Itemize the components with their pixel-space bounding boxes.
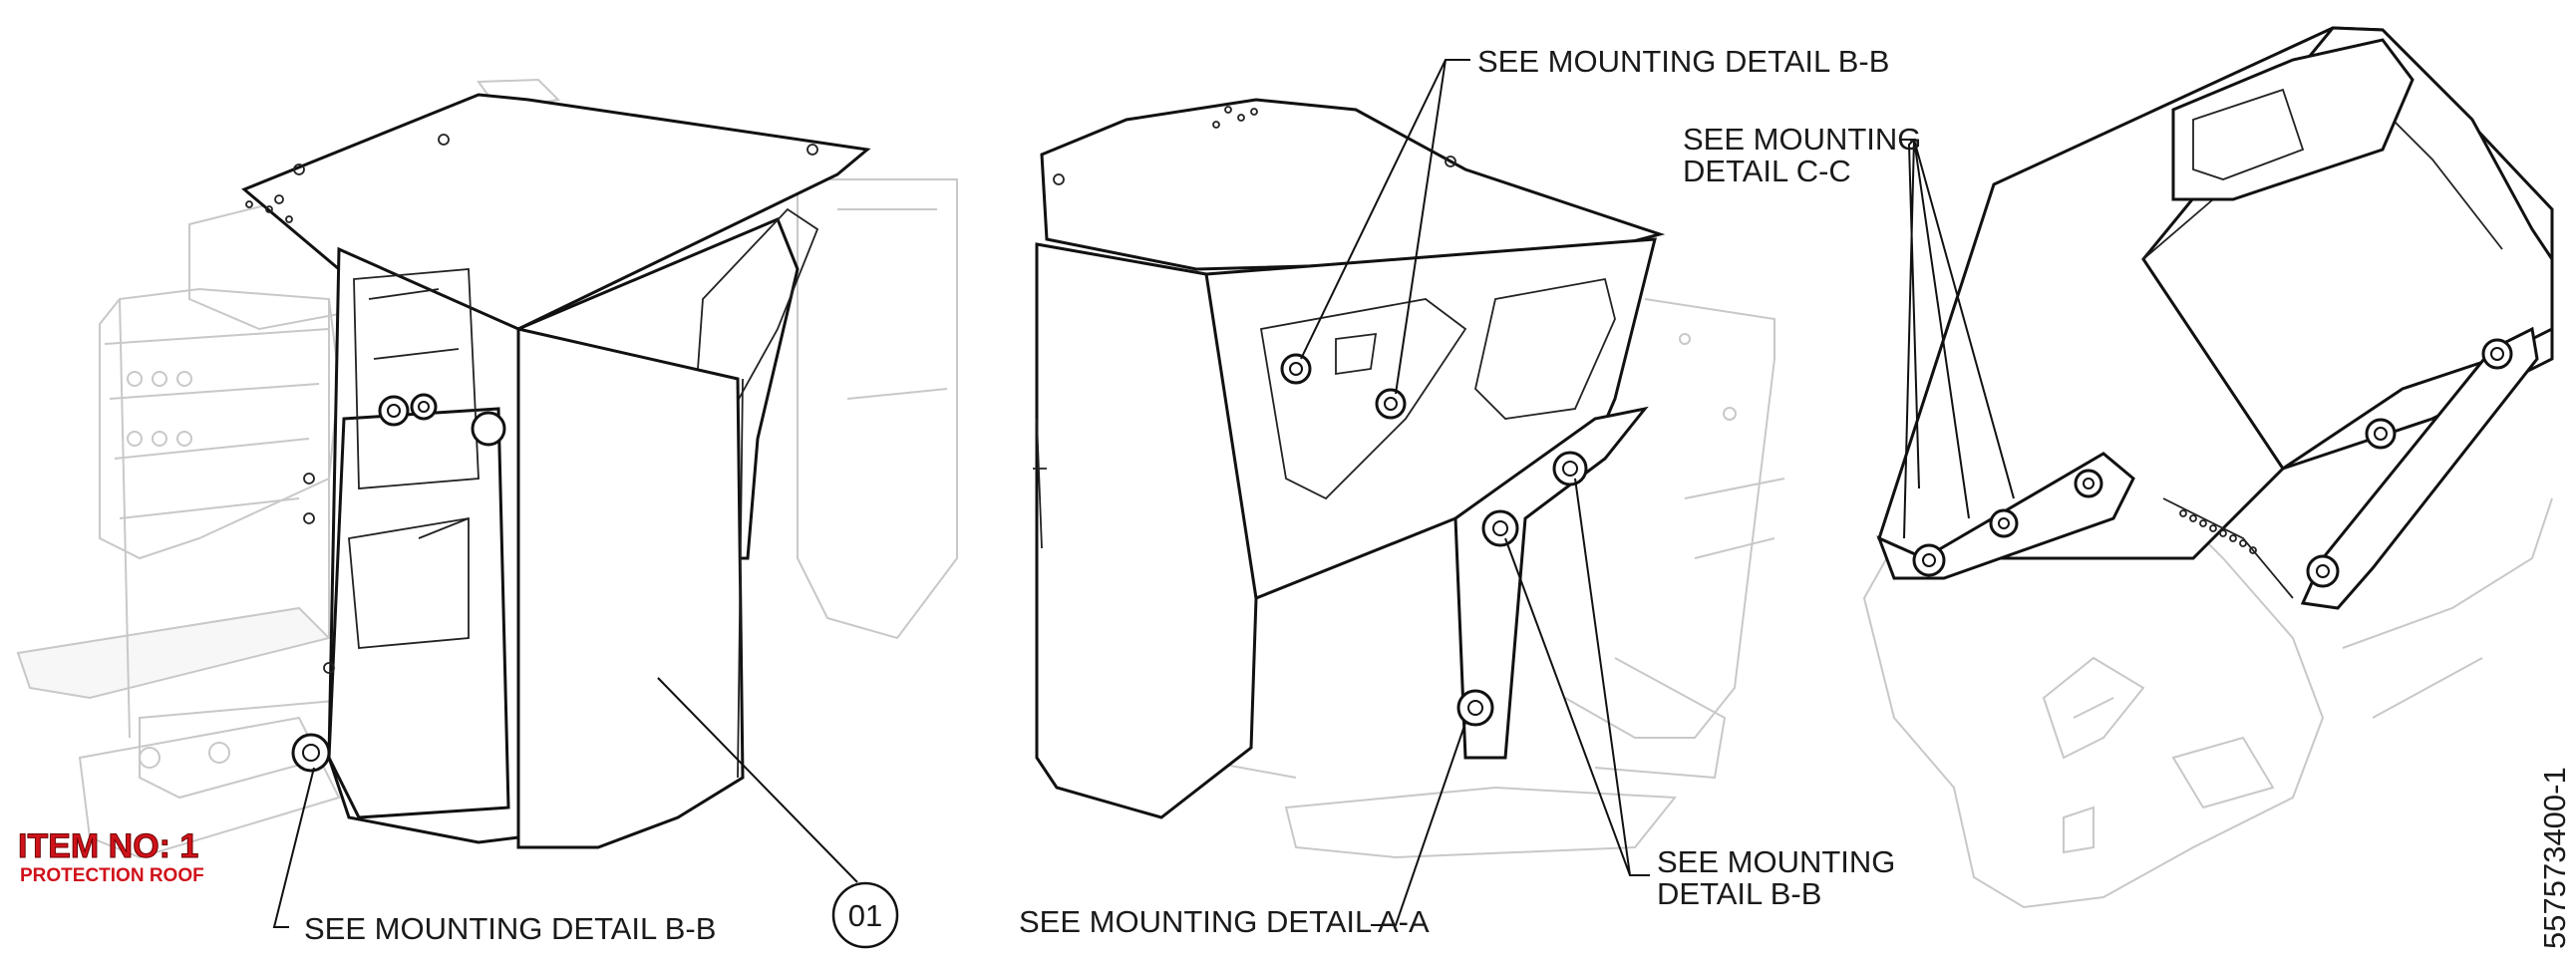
left-leader-b: [272, 767, 315, 928]
view-left: 01 SEE MOUNTING DETAIL B-B ITEM NO: 1 PR…: [16, 78, 958, 949]
callout-right-c-1: SEE MOUNTING: [1683, 122, 1921, 157]
callout-middle-right-b-1: SEE MOUNTING: [1657, 844, 1895, 879]
left-protection-roof: [241, 93, 871, 849]
left-leader-balloon: [657, 677, 858, 883]
item-description: PROTECTION ROOF: [20, 865, 204, 886]
callout-middle-a: SEE MOUNTING DETAIL A-A: [1019, 904, 1430, 939]
balloon-circle: [831, 881, 899, 949]
middle-protection-roof: [1033, 98, 1666, 819]
view-right: SEE MOUNTING DETAIL C-C: [1683, 26, 2554, 909]
view-middle: SEE MOUNTING DETAIL B-B SEE MOUNTING DET…: [1019, 44, 1895, 939]
right-leader-c: [1899, 139, 2015, 539]
callout-left-b: SEE MOUNTING DETAIL B-B: [304, 911, 716, 946]
item-number: ITEM NO: 1: [18, 827, 198, 865]
middle-leader-top-b: [1300, 59, 1470, 395]
right-protection-roof: [1876, 26, 2554, 610]
item-label: ITEM NO: 1 PROTECTION ROOF: [18, 827, 204, 887]
drawing-number: 557573400-1: [2537, 767, 2572, 949]
callout-middle-top-b: SEE MOUNTING DETAIL B-B: [1477, 44, 1889, 79]
callout-right-c-2: DETAIL C-C: [1683, 154, 1851, 188]
callout-middle-right-b-2: DETAIL B-B: [1657, 876, 1821, 911]
middle-leader-right-b: [1504, 478, 1650, 876]
balloon-number: 01: [848, 898, 882, 933]
middle-leader-a: [1371, 722, 1466, 926]
